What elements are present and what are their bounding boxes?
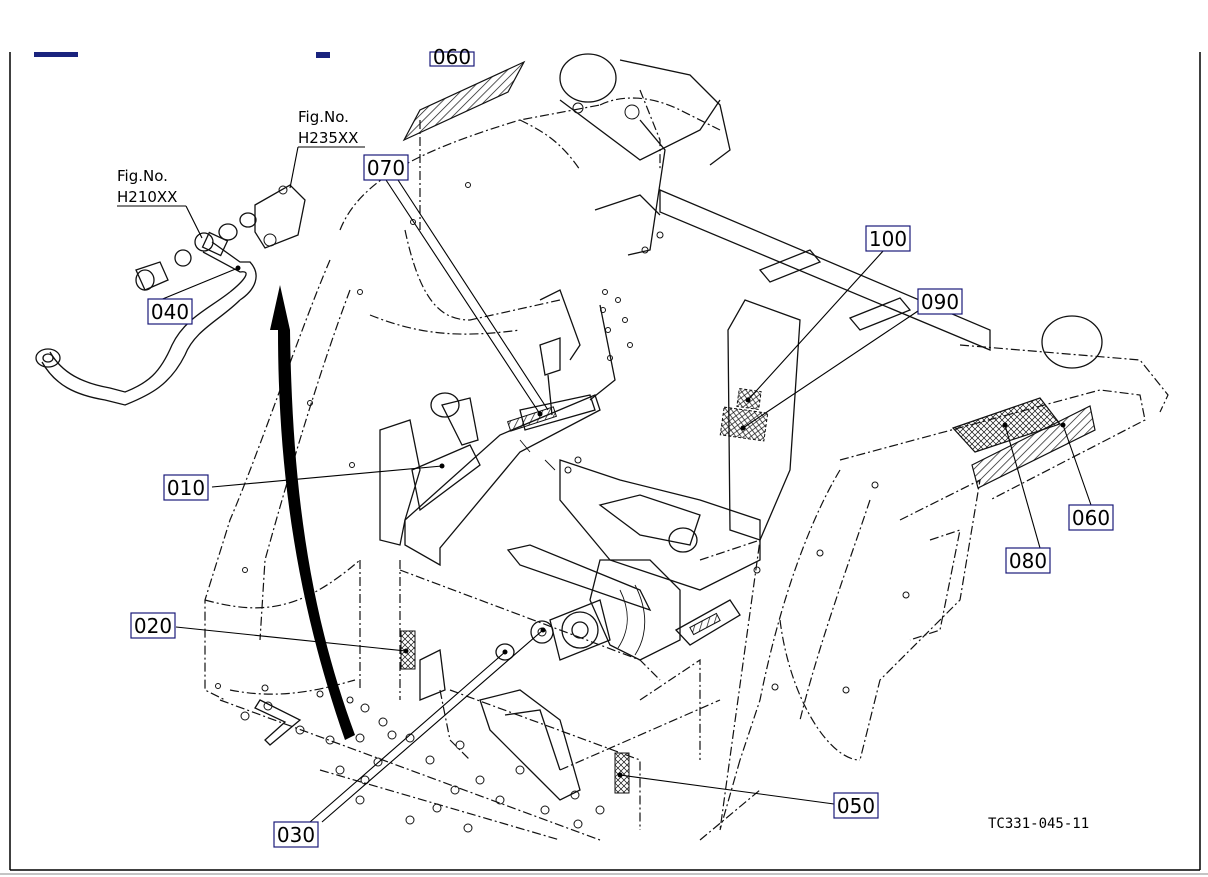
svg-text:100: 100 xyxy=(869,227,907,251)
direction-arrow xyxy=(270,285,355,740)
floor-frame xyxy=(219,560,761,841)
right-plate xyxy=(719,299,801,541)
callout-010[interactable]: 010 xyxy=(163,474,209,501)
svg-text:070: 070 xyxy=(367,156,405,180)
fig-ref-h210[interactable]: Fig.No. H210XX xyxy=(117,167,177,206)
callout-080[interactable]: 080 xyxy=(1005,547,1051,574)
svg-text:H210XX: H210XX xyxy=(117,188,177,206)
svg-text:010: 010 xyxy=(167,476,205,500)
callout-030[interactable]: 030 xyxy=(273,821,319,848)
svg-text:020: 020 xyxy=(134,614,172,638)
decal-090 xyxy=(719,406,769,442)
left-fender xyxy=(204,89,721,701)
fig-ref-h235[interactable]: Fig.No. H235XX xyxy=(298,108,358,147)
callout-060-top[interactable]: 060 xyxy=(429,45,475,69)
center-hitch xyxy=(506,459,761,661)
callout-060[interactable]: 060 xyxy=(1068,504,1114,531)
leader-lines xyxy=(117,146,1092,823)
callout-040[interactable]: 040 xyxy=(147,298,193,325)
svg-text:Fig.No.: Fig.No. xyxy=(298,108,349,126)
svg-text:040: 040 xyxy=(151,300,189,324)
callout-070[interactable]: 070 xyxy=(363,154,409,181)
drawing-id: TC331-045-11 xyxy=(988,816,1089,832)
page-frame xyxy=(0,52,1208,875)
callout-090[interactable]: 090 xyxy=(917,288,963,315)
lever-assembly xyxy=(379,289,616,567)
decal-060-top xyxy=(402,60,526,142)
callout-020[interactable]: 020 xyxy=(130,612,176,639)
rear-cross-frame xyxy=(594,119,991,351)
svg-text:090: 090 xyxy=(921,290,959,314)
header-fragment xyxy=(34,52,330,58)
svg-text:H235XX: H235XX xyxy=(298,129,358,147)
rear-lamp-left xyxy=(559,53,731,166)
frame-holes xyxy=(215,182,910,694)
svg-text:060: 060 xyxy=(1072,506,1110,530)
svg-text:060: 060 xyxy=(433,45,471,69)
svg-text:080: 080 xyxy=(1009,549,1047,573)
callout-100[interactable]: 100 xyxy=(865,225,911,252)
svg-text:030: 030 xyxy=(277,823,315,847)
decal-050 xyxy=(614,752,630,794)
right-fender xyxy=(699,315,1169,831)
svg-text:Fig.No.: Fig.No. xyxy=(117,167,168,185)
floor-holes xyxy=(240,684,605,833)
hose-assembly xyxy=(35,184,306,406)
callout-050[interactable]: 050 xyxy=(833,792,879,819)
svg-text:050: 050 xyxy=(837,794,875,818)
